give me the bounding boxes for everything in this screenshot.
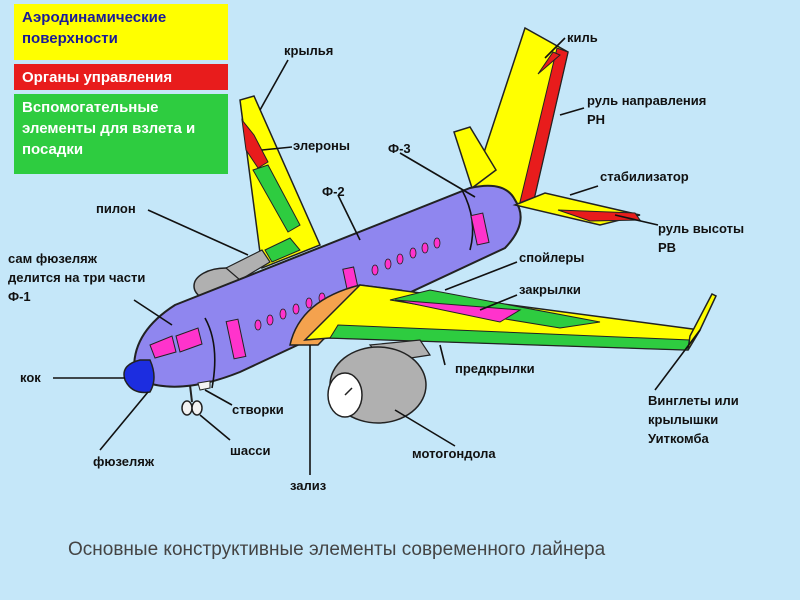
label-elevator-1: руль высоты [658,221,744,236]
label-slats: предкрылки [455,361,535,376]
label-fuselage-note-1: сам фюзеляж [8,251,98,266]
cabin-window [305,297,313,309]
label-stabilizer: стабилизатор [600,169,689,184]
far-stabilizer [453,126,497,190]
label-rudder-1: руль направления [587,93,706,108]
cabin-window [371,264,379,276]
vertical-fin [469,26,569,209]
label-rudder-2: РН [587,112,605,127]
part-labels: крылья элероны пилон сам фюзеляж делится… [8,30,744,493]
cabin-window [409,247,417,259]
cabin-window [254,319,262,331]
cabin-window [421,242,429,254]
label-winglets-3: Уиткомба [648,431,710,446]
near-wing [303,284,717,351]
label-fin: киль [567,30,598,45]
label-elevator-2: РВ [658,240,676,255]
cabin-windows [254,237,441,331]
legend-auxiliary: Вспомогательные элементы для взлета и по… [14,94,228,174]
cabin-window [396,253,404,265]
near-engine [327,339,432,424]
landing-gear [181,380,211,416]
cabin-window [384,258,392,270]
label-nacelle: мотогондола [412,446,496,461]
legend-aerodynamic: Аэродинамические поверхности [14,4,228,60]
label-f2: Ф-2 [322,184,345,199]
label-wings: крылья [284,43,333,58]
nose-cone [123,359,155,394]
label-flaps: закрылки [519,282,581,297]
label-landing-gear: шасси [230,443,271,458]
label-pylon: пилон [96,201,136,216]
cabin-window [292,303,300,315]
label-f3: Ф-3 [388,141,411,156]
label-winglets-2: крылышки [648,412,718,427]
label-gear-doors: створки [232,402,284,417]
cabin-window [433,237,441,249]
fuselage-body [133,184,522,389]
near-stabilizer [512,192,641,226]
legend-controls: Органы управления [14,64,228,90]
label-winglets-1: Винглеты или [648,393,739,408]
leader-lines [53,37,701,475]
label-fuselage-note-2: делится на три части [8,270,145,285]
diagram-caption: Основные конструктивные элементы совреме… [68,539,606,560]
label-f1: Ф-1 [8,289,31,304]
cabin-window [266,314,274,326]
label-ailerons: элероны [293,138,350,153]
cabin-window [279,308,287,320]
label-spoilers: спойлеры [519,250,584,265]
label-nose-cone: кок [20,370,41,385]
far-wing [239,95,322,270]
label-fairing: зализ [290,478,327,493]
label-fuselage: фюзеляж [93,454,155,469]
